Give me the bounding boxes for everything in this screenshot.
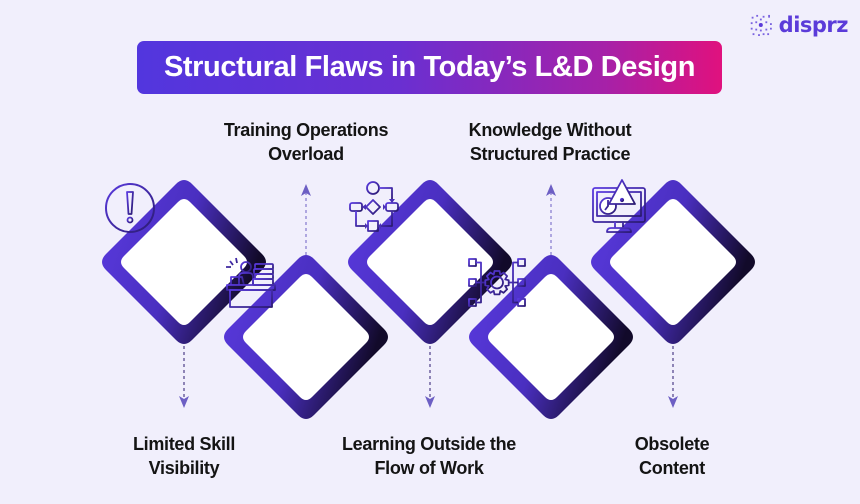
label-line: Content [639,458,705,478]
label-line: Training Operations [223,120,389,140]
arrowhead-down-icon [179,396,189,408]
flaw-diamond-learning-outside-flow-of-work [346,178,514,346]
label-line: Knowledge Without [468,120,632,140]
arrow-up-connector [546,184,556,256]
outdated-monitor-icon [592,179,646,233]
flaw-diamond-obsolete-content [589,178,757,346]
flaw-diamond-training-operations-overload [222,253,390,421]
arrowhead-up-icon [546,184,556,196]
arrowhead-up-icon [301,184,311,196]
arrow-down-connector [668,346,678,408]
alert-circle-icon [105,183,155,233]
label-line: Overload [268,144,344,164]
label-line: Visibility [148,458,220,478]
flowchart-icon [349,181,399,232]
gear-network-icon [468,258,526,307]
title-banner: Structural Flaws in Today’s L&D Design [137,41,722,94]
brand-name: disprz [778,13,849,37]
label-line: Structured Practice [469,144,631,164]
page-title: Structural Flaws in Today’s L&D Design [163,51,696,83]
arrow-down-connector [425,346,435,408]
flaw-label-knowledge-without-structured-practice: Knowledge Without Structured Practice [440,118,660,166]
flaw-label-limited-skill-visibility: Limited Skill Visibility [74,432,294,480]
arrowhead-down-icon [668,396,678,408]
label-line: Limited Skill [132,434,236,454]
flaw-label-training-operations-overload: Training Operations Overload [196,118,416,166]
flaw-diamond-limited-skill-visibility [100,178,268,346]
flaw-label-obsolete-content: Obsolete Content [562,432,782,480]
arrow-up-connector [301,184,311,256]
label-line: Obsolete [634,434,710,454]
arrow-down-connector [179,346,189,408]
brand-logo: disprz [748,10,849,40]
overloaded-desk-icon [226,257,276,308]
label-line: Flow of Work [374,458,484,478]
arrowhead-down-icon [425,396,435,408]
disprz-mark-icon [750,14,772,36]
flaw-diamond-knowledge-without-structured-practice [467,253,635,421]
label-line: Learning Outside the [341,434,517,454]
flaw-label-learning-outside-flow-of-work: Learning Outside the Flow of Work [319,432,539,480]
